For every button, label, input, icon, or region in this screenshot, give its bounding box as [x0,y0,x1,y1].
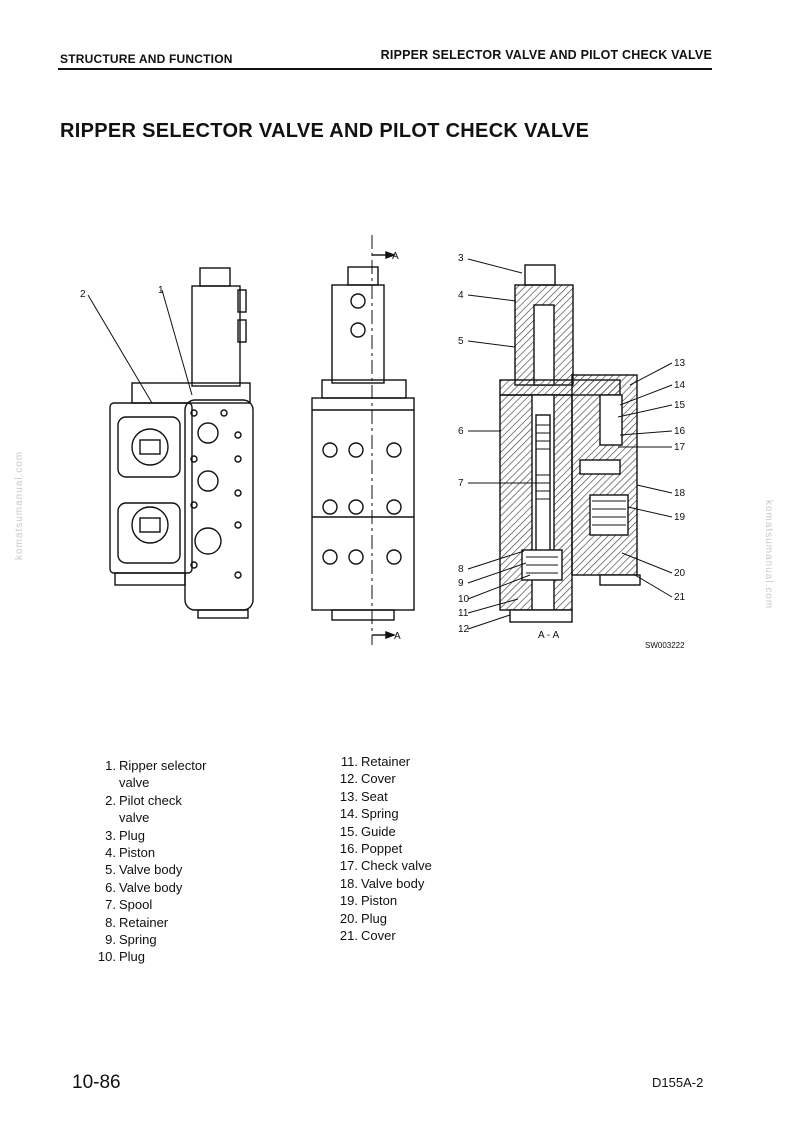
callout-6: 6 [458,426,464,437]
callout-19: 19 [674,512,686,523]
watermark-right: komatsumanual.com [763,500,774,610]
callout-leaders [87,258,673,630]
callout-7: 7 [458,478,464,489]
legend-item: 17.Check valve [339,858,432,874]
figure-code: SW003222 [645,641,685,650]
page-number: 10-86 [72,1072,121,1093]
legend-item: 9.Spring [105,932,157,948]
callout-3: 3 [458,253,464,264]
legend-item: 18.Valve body [339,875,425,891]
callout-14: 14 [674,380,686,391]
legend-item: 15.Guide [339,823,396,839]
callout-1: 1 [158,285,164,296]
header-section: STRUCTURE AND FUNCTION [60,52,233,66]
legend-item: 1.Ripper selector [105,758,207,773]
header-topic: RIPPER SELECTOR VALVE AND PILOT CHECK VA… [380,48,712,62]
section-view: A - A SW003222 [499,264,685,650]
callout-4: 4 [458,290,464,301]
callout-17: 17 [674,442,686,453]
legend-item: 5.Valve body [105,862,183,878]
callout-9: 9 [458,578,464,589]
legend-item: valve [119,775,150,791]
section-marker-top: A [392,251,399,262]
page-header: STRUCTURE AND FUNCTION RIPPER SELECTOR V… [58,48,712,70]
callout-16: 16 [674,426,686,437]
valve-diagram: A A A - A SW003222 [80,235,686,650]
legend-item: 16.Poppet [339,841,403,857]
callout-8: 8 [458,564,464,575]
page-title: RIPPER SELECTOR VALVE AND PILOT CHECK VA… [60,120,590,142]
callout-21: 21 [674,592,686,603]
callout-5: 5 [458,336,464,347]
legend-item: valve [119,810,150,826]
callout-18: 18 [674,488,686,499]
callout-13: 13 [674,358,686,369]
watermark-left: komatsumanual.com [14,450,25,560]
callout-numbers: 2 1 3 4 5 6 7 8 9 10 11 12 13 14 15 16 1… [80,253,686,635]
callout-12: 12 [458,624,470,635]
legend-item: 12.Cover [339,771,396,787]
legend-item: 6.Valve body [105,879,183,895]
middle-view: A A [311,235,415,645]
legend-item: 4.Piston [105,845,156,861]
legend-item: 7.Spool [105,897,153,913]
legend-item: 19.Piston [339,893,398,909]
parts-legend-right: 11.Retainer 12.Cover 13.Seat 14.Spring 1… [322,753,432,944]
callout-10: 10 [458,594,470,605]
legend-item: 2.Pilot check [105,792,182,808]
callout-15: 15 [674,400,686,411]
section-marker-bottom: A [394,631,401,642]
parts-legend-left: 1.Ripper selector valve 2.Pilot check va… [88,757,207,966]
legend-item: 13.Seat [339,788,388,804]
callout-20: 20 [674,568,686,579]
legend-item: 3.Plug [105,827,146,843]
legend-item: 10.Plug [97,949,146,965]
callout-11: 11 [458,608,469,619]
legend-item: 21.Cover [339,928,396,944]
model-code: D155A-2 [652,1075,704,1090]
legend-item: 20.Plug [339,910,388,926]
callout-2: 2 [80,289,86,300]
section-caption: A - A [538,630,559,641]
legend-item: 8.Retainer [105,914,169,930]
legend-item: 11.Retainer [340,754,411,769]
legend-item: 14.Spring [339,806,399,822]
left-view [109,267,254,619]
